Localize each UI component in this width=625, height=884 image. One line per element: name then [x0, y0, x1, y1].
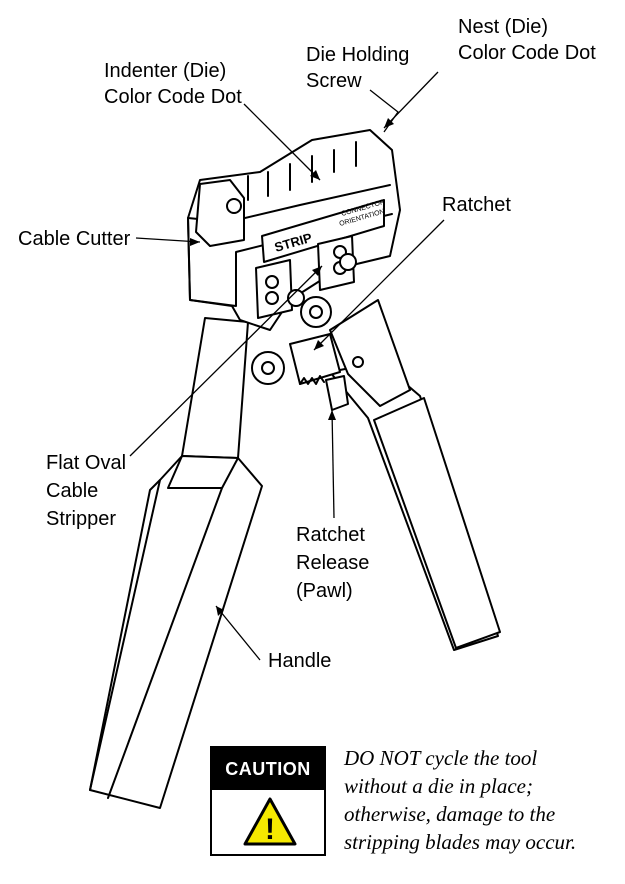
leader-die-holding-screw: [369, 89, 399, 133]
label-flat-oval-line3: Stripper: [46, 508, 117, 530]
pawl: [325, 375, 349, 411]
label-flat-oval-line1: Flat Oval: [46, 452, 127, 474]
leader-handle: [215, 605, 261, 661]
right-link: [329, 299, 411, 407]
label-die-holding-screw-line2: Screw: [306, 70, 362, 92]
die-comb: [247, 141, 357, 201]
caution-message: DO NOT cycle the tool without a die in p…: [344, 744, 614, 856]
cable-cutter-block: [195, 179, 245, 247]
leader-indenter: [243, 103, 321, 181]
left-handle-shaft: [181, 317, 249, 459]
arrowhead-ratchet: [314, 340, 324, 350]
label-indenter-line2: Color Code Dot: [104, 86, 242, 108]
arrowhead-release: [328, 410, 336, 420]
leader-flat-oval: [129, 265, 323, 457]
leader-cable-cutter: [135, 237, 201, 243]
label-ratchet: Ratchet: [442, 194, 511, 216]
warning-triangle-icon: !: [243, 797, 297, 846]
arrowhead-flat-oval: [312, 266, 322, 276]
label-nest-die-line2: Color Code Dot: [458, 42, 596, 64]
warning-exclamation-glyph: !: [265, 813, 275, 846]
caution-heading: CAUTION: [212, 748, 324, 790]
leader-ratchet: [313, 219, 445, 351]
arrowhead-cable-cutter: [190, 238, 200, 246]
label-ratchet-release-line2: Release: [296, 552, 370, 574]
caution-message-line: without a die in place;: [344, 774, 533, 798]
stripper-blade-left: [255, 259, 293, 319]
label-ratchet-release-line3: (Pawl): [296, 580, 353, 602]
label-nest-die-line1: Nest (Die): [458, 16, 549, 38]
strip-plate: [261, 199, 385, 263]
leader-ratchet-release: [331, 409, 335, 519]
ratchet-sector: [289, 333, 341, 385]
label-ratchet-release-line1: Ratchet: [296, 524, 365, 546]
left-grip-edge: [89, 455, 239, 799]
arrowhead-handle: [216, 606, 224, 616]
label-flat-oval-line2: Cable: [46, 480, 99, 502]
arrowhead-indenter: [310, 170, 320, 180]
label-cable-cutter: Cable Cutter: [18, 228, 131, 250]
label-indenter-line1: Indenter (Die): [104, 60, 227, 82]
label-die-holding-screw-line1: Die Holding: [306, 44, 410, 66]
caution-message-line: DO NOT cycle the tool: [344, 746, 538, 770]
caution-message-line: stripping blades may occur.: [344, 830, 577, 854]
cable-cutter-screw: [226, 198, 242, 214]
arrowhead-nest: [384, 118, 394, 128]
caution-box: CAUTION !: [210, 746, 326, 856]
right-handle-grip: [373, 397, 501, 649]
caution-message-line: otherwise, damage to the: [344, 802, 556, 826]
label-handle: Handle: [268, 650, 332, 672]
